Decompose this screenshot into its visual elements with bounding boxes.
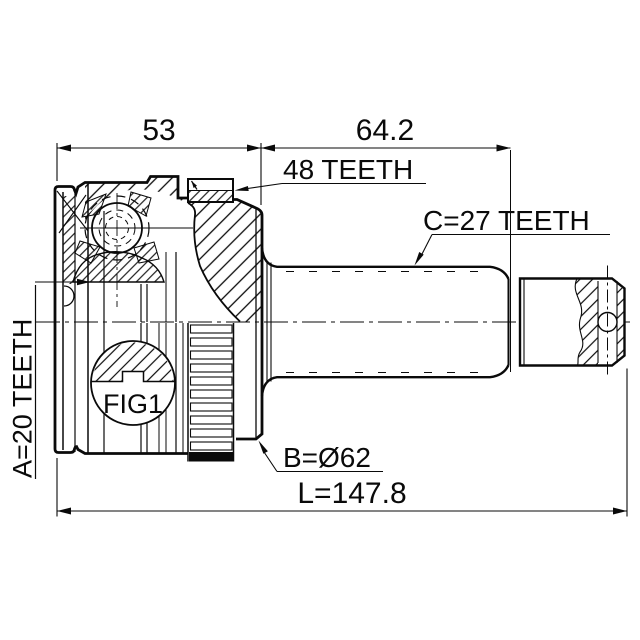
housing-outline-bottom [74,444,188,455]
arrowhead [258,440,268,454]
outer-housing-section [53,175,264,455]
dim-64-2-text: 64.2 [356,114,414,147]
shaft-top-edge [260,247,510,280]
spline-profile-line [91,370,175,383]
label-b-diameter: B=Ø62 [283,442,371,473]
housing-outline-left [53,175,188,454]
housing-outline-right [233,198,264,441]
arrowhead [57,507,71,515]
break-line [574,278,584,366]
arrowhead [414,252,424,266]
tooth-slot [189,415,233,425]
leader-48-teeth [234,182,426,191]
fig1-label: FIG1 [103,389,163,419]
tooth-slot [189,363,233,373]
label-overall-length: L=147.8 [297,477,406,510]
arrowhead [57,144,71,152]
leader-a-spline [34,278,90,479]
boot-fold-line [56,190,89,232]
circlip-groove [63,285,75,307]
boot-band-hatch [63,196,75,284]
cage-section [133,241,160,264]
ball-bearing [80,193,193,307]
leader-line [243,182,283,190]
cage-section [74,240,101,264]
tooth-slot [189,402,233,412]
label-48-teeth: 48 TEETH [283,154,413,185]
dimensions [34,143,628,517]
shaft-bottom-edge [260,364,510,397]
abs-tone-ring-section [187,178,234,203]
label-a-spline: A=20 TEETH [8,319,38,478]
tooth-slot [189,441,233,451]
tooth-slot [189,324,233,334]
tooth-slot [189,376,233,386]
housing-shoulder-hatch [188,199,262,322]
tooth-slot [189,350,233,360]
arrowhead [234,186,249,191]
tone-ring-hatch [187,190,234,203]
threaded-stub [518,265,626,379]
cage-section [127,191,152,217]
tone-ring-tick-arrow [191,181,197,188]
tone-ring-teeth-side-view [187,323,235,462]
tooth-band [189,452,233,462]
cavity-wall-curve [187,202,241,323]
drive-shaft [260,247,510,397]
leader-c27-teeth [414,233,610,266]
arrowhead [613,507,627,515]
dimension-texts: 53 64.2 48 TEETH C=27 TEETH B=Ø62 L=147.… [8,114,590,510]
spline-tooth-profile [122,371,144,382]
broken-section-hatch-right [617,284,625,360]
dim-53-text: 53 [142,114,175,147]
tooth-slot [189,428,233,438]
arrowhead [496,144,511,152]
arrowhead [247,144,261,152]
housing-top-wall-hatch [85,176,197,230]
fig1-detail-circle: FIG1 [90,340,176,426]
leader-line [263,451,278,472]
leader-b-diameter [258,440,383,473]
arrowhead [77,278,90,286]
arrowhead [261,144,275,152]
label-c27-teeth: C=27 TEETH [423,205,590,236]
broken-section-hatch [575,278,598,366]
tooth-slot [189,389,233,399]
tooth-slot [189,337,233,347]
